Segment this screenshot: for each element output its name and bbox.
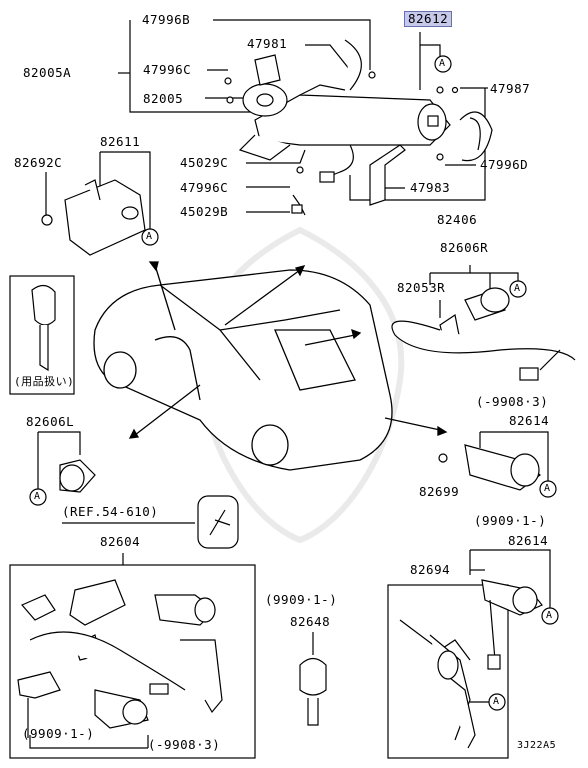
label-82694: 82694 xyxy=(410,562,451,577)
label-9908-a: (-9908·3) xyxy=(476,394,549,409)
label-82406: 82406 xyxy=(437,212,478,227)
label-47983: 47983 xyxy=(410,180,451,195)
callout-a-7: A xyxy=(493,696,500,707)
label-82005A: 82005A xyxy=(23,65,72,80)
label-ref: (REF.54-610) xyxy=(62,504,159,519)
label-82614-b: 82614 xyxy=(508,533,549,548)
label-9909-a: (9909·1-) xyxy=(474,513,547,528)
label-82053R: 82053R xyxy=(397,280,446,295)
label-47996B: 47996B xyxy=(142,12,191,27)
label-82604: 82604 xyxy=(100,534,141,549)
label-47996C-b: 47996C xyxy=(180,180,229,195)
label-45029B: 45029B xyxy=(180,204,229,219)
label-47996D: 47996D xyxy=(480,157,529,172)
label-82699: 82699 xyxy=(419,484,460,499)
callout-a-4: A xyxy=(544,483,551,494)
callout-a-3: A xyxy=(514,283,521,294)
label-9909-b: (9909·1-) xyxy=(265,592,338,607)
label-47981: 47981 xyxy=(247,36,288,51)
diagram-code: 3J22A5 xyxy=(517,740,557,751)
label-82005: 82005 xyxy=(143,91,184,106)
label-82648: 82648 xyxy=(290,614,331,629)
callout-a-5: A xyxy=(34,491,41,502)
label-9908-b: (-9908·3) xyxy=(148,737,221,752)
key-note: (用品扱い) xyxy=(14,375,75,388)
callout-a-6: A xyxy=(546,610,553,621)
label-47996C-a: 47996C xyxy=(143,62,192,77)
label-82614-a: 82614 xyxy=(509,413,550,428)
label-47987: 47987 xyxy=(490,81,531,96)
callout-a-1: A xyxy=(439,58,446,69)
label-82611: 82611 xyxy=(100,134,141,149)
label-82612: 82612 xyxy=(404,11,453,27)
label-9909-c: (9909·1-) xyxy=(22,726,95,741)
label-45029C: 45029C xyxy=(180,155,229,170)
label-82606R: 82606R xyxy=(440,240,489,255)
callout-a-2: A xyxy=(146,231,153,242)
label-82692C: 82692C xyxy=(14,155,63,170)
label-82606L: 82606L xyxy=(26,414,75,429)
